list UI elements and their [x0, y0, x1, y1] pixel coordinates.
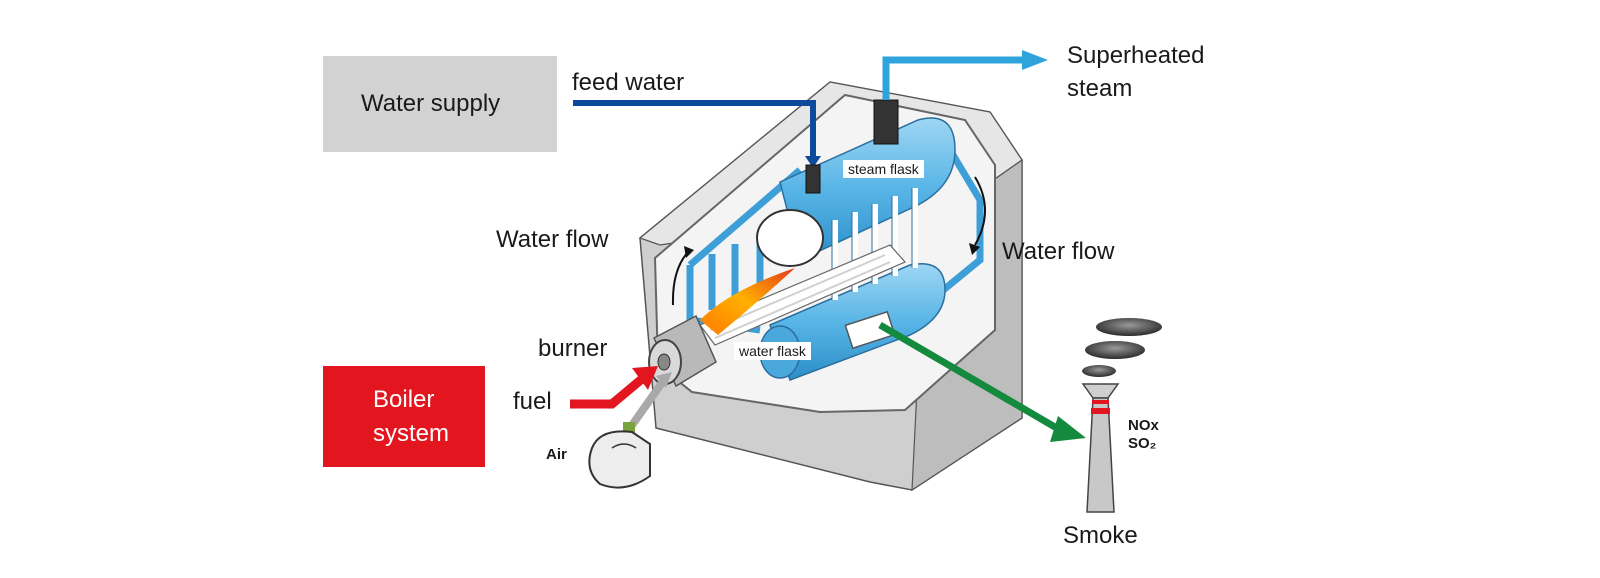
feed-water-label: feed water: [572, 69, 685, 96]
fire-tube: [699, 244, 906, 346]
steam-flask-label: steam flask: [843, 160, 924, 178]
water-flow-left-label: Water flow: [496, 226, 609, 253]
burner-flame-icon: [700, 268, 795, 335]
boiler-system-label-line1: Boiler: [373, 385, 435, 413]
circulation-arrows: [671, 176, 986, 306]
chimney-icon: [1081, 383, 1120, 513]
boiler-system-label-line2: system: [373, 419, 450, 447]
feed-water-pipe: [573, 100, 821, 194]
blower-fan-icon: [588, 430, 651, 489]
fuel-arrow: [570, 366, 658, 409]
steam-pipe: [873, 50, 1048, 145]
flue-gas-arrow: [878, 321, 1086, 442]
smoke-cloud-icon: [1082, 318, 1162, 377]
flue-outlet: [844, 310, 896, 350]
burner: [648, 314, 717, 388]
fuel-label: fuel: [513, 388, 552, 415]
water-supply-box: Water supply: [323, 56, 557, 152]
water-flask-label: water flask: [734, 342, 811, 360]
air-label: Air: [546, 446, 567, 463]
water-supply-label: Water supply: [361, 90, 501, 117]
water-flow-right-label: Water flow: [1002, 238, 1115, 265]
boiler-system-box: Boiler system: [323, 366, 485, 467]
superheated-steam-label-line2: steam: [1067, 75, 1133, 102]
burner-label: burner: [538, 335, 608, 362]
so2-label: SO₂: [1128, 435, 1157, 452]
superheated-steam-label-line1: Superheated: [1067, 42, 1205, 69]
steam-flask: [756, 117, 956, 267]
smoke-label: Smoke: [1063, 522, 1138, 549]
nox-label: NOx: [1128, 417, 1159, 434]
